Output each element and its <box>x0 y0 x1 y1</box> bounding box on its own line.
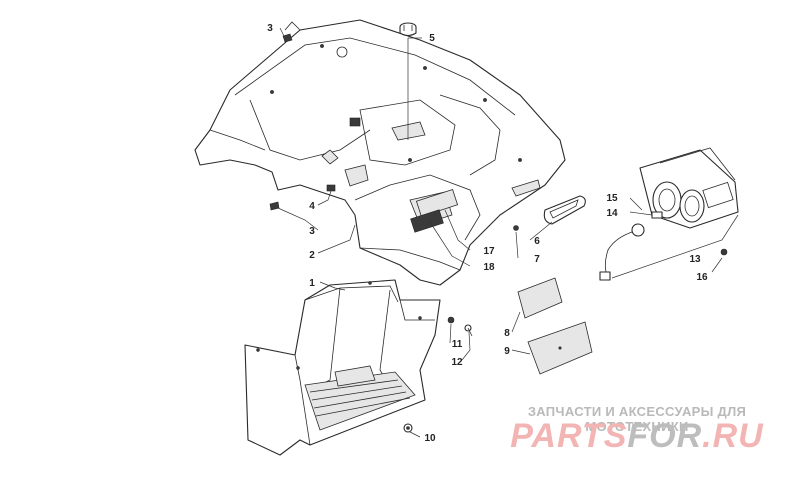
callout-9: 9 <box>504 346 510 357</box>
callout-3-top: 3 <box>267 23 273 34</box>
callout-2: 2 <box>309 250 315 261</box>
fastener-3-top <box>282 33 293 43</box>
callout-6: 6 <box>534 236 540 247</box>
callout-1: 1 <box>309 278 315 289</box>
callout-7: 7 <box>534 254 540 265</box>
callout-18: 18 <box>483 262 495 273</box>
callout-5: 5 <box>429 33 435 44</box>
callout-labels: 1 2 3 3 4 5 6 7 8 9 10 11 12 13 14 15 16… <box>267 23 708 444</box>
callout-17: 17 <box>483 246 495 257</box>
callout-12: 12 <box>451 357 463 368</box>
callout-15: 15 <box>606 193 618 204</box>
taillight-assembly <box>639 147 739 229</box>
reflector <box>511 179 586 225</box>
callout-11: 11 <box>452 339 463 350</box>
panel-9 <box>527 321 593 375</box>
watermark-logo-part3: .RU <box>702 417 764 455</box>
callout-10: 10 <box>424 433 436 444</box>
callout-3-left: 3 <box>309 226 315 237</box>
footwell <box>244 279 441 456</box>
socket-wire-15 <box>599 223 645 281</box>
bulb-14 <box>651 211 663 219</box>
callout-13: 13 <box>689 254 701 265</box>
callout-4: 4 <box>309 201 315 212</box>
watermark-logo-part1: PARTS <box>510 417 628 455</box>
watermark-logo-part2: FOR <box>627 417 703 455</box>
panel-8 <box>517 277 563 319</box>
callout-16: 16 <box>696 272 708 283</box>
leader-lines <box>277 27 739 438</box>
watermark-logo: PARTSFOR.RU <box>487 417 787 456</box>
callout-14: 14 <box>606 208 618 219</box>
filler-cap <box>399 22 417 37</box>
screw-7 <box>513 225 519 231</box>
bolt-11 <box>447 316 455 324</box>
callout-8: 8 <box>504 328 510 339</box>
fastener-3-left <box>269 201 280 211</box>
watermark-tagline: ЗАПЧАСТИ И АКСЕССУАРЫ ДЛЯ МОТОТЕХНИКИ <box>527 404 747 434</box>
bolt-10 <box>403 423 413 433</box>
rear-fender <box>194 19 566 286</box>
screw-16 <box>720 248 728 256</box>
screw-12 <box>464 324 473 337</box>
